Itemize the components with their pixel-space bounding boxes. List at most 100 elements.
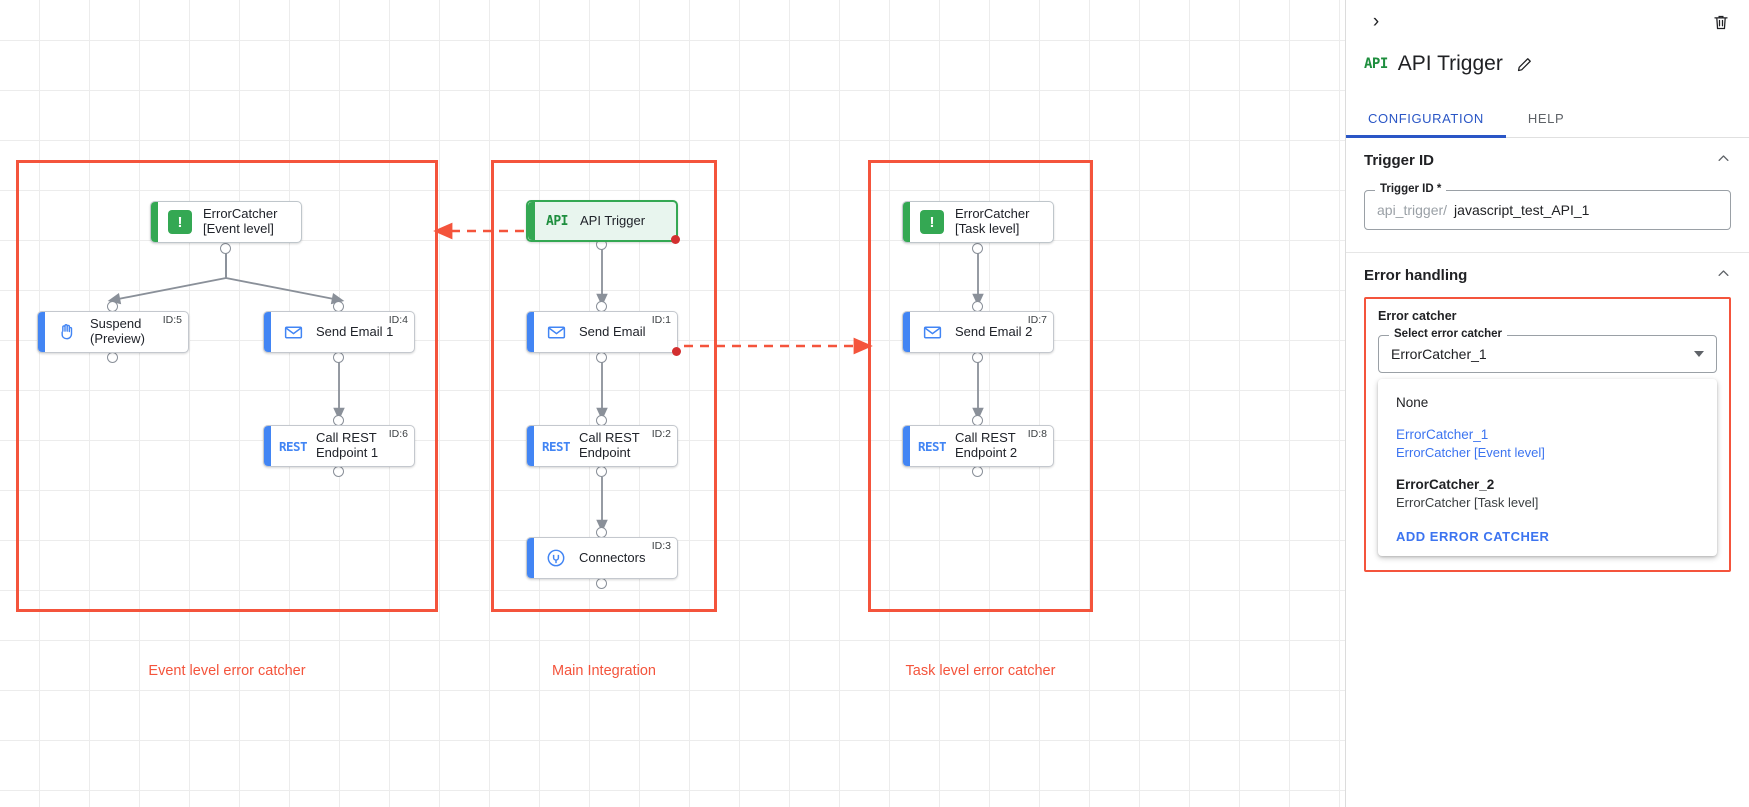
- node-port[interactable]: [596, 578, 607, 589]
- node-send-email-1[interactable]: Send Email 1 ID:4: [263, 311, 415, 353]
- tab-help[interactable]: HELP: [1527, 111, 1565, 126]
- collapse-panel-icon[interactable]: ›: [1372, 11, 1380, 32]
- panel-tabs: CONFIGURATION HELP: [1346, 99, 1749, 138]
- tab-configuration[interactable]: CONFIGURATION: [1346, 99, 1506, 138]
- page-title: API Trigger: [1397, 52, 1503, 75]
- add-error-catcher-button[interactable]: ADD ERROR CATCHER: [1396, 528, 1550, 544]
- node-id-badge: ID:2: [651, 428, 671, 440]
- workflow-canvas[interactable]: Event level error catcher Main Integrati…: [0, 0, 1345, 807]
- node-label: Connectors: [579, 549, 646, 565]
- node-port[interactable]: [596, 352, 607, 363]
- error-catcher-dropdown: None ErrorCatcher_1 ErrorCatcher [Event …: [1378, 379, 1717, 556]
- group-label-event-level: Event level error catcher: [148, 663, 306, 679]
- node-accent: [903, 202, 910, 242]
- api-icon: API: [1364, 56, 1388, 72]
- group-box-event-level[interactable]: [16, 160, 438, 612]
- node-label: Call REST Endpoint 2: [955, 430, 1018, 460]
- node-suspend[interactable]: Suspend (Preview) ID:5: [37, 311, 189, 353]
- node-id-badge: ID:5: [162, 314, 182, 326]
- section-trigger-id: Trigger ID Trigger ID * api_trigger/ jav…: [1346, 138, 1749, 253]
- section-error-handling: Error handling Error catcher Select erro…: [1346, 253, 1749, 572]
- rest-icon: REST: [917, 438, 947, 454]
- dropdown-option-errorcatcher-2[interactable]: ErrorCatcher_2 ErrorCatcher [Task level]: [1396, 476, 1539, 511]
- node-accent: [527, 426, 534, 466]
- config-side-panel: › API API Trigger CONFIGURATION HELP: [1345, 0, 1749, 807]
- hand-icon: [52, 317, 82, 347]
- node-label: Send Email 2: [955, 323, 1033, 339]
- group-label-main-integration: Main Integration: [552, 663, 656, 679]
- dropdown-option-errorcatcher-1[interactable]: ErrorCatcher_1 ErrorCatcher [Event level…: [1396, 427, 1545, 461]
- node-accent: [151, 202, 158, 242]
- node-port[interactable]: [107, 352, 118, 363]
- rest-icon: REST: [541, 438, 571, 454]
- node-port[interactable]: [220, 243, 231, 254]
- node-call-rest-endpoint[interactable]: REST Call REST Endpoint ID:2: [526, 425, 678, 467]
- node-port[interactable]: [333, 352, 344, 363]
- group-box-task-level[interactable]: [868, 160, 1093, 612]
- node-port[interactable]: [972, 466, 983, 477]
- trigger-id-value: javascript_test_API_1: [1454, 202, 1590, 218]
- node-accent: [903, 312, 910, 352]
- chevron-up-icon[interactable]: [1716, 266, 1731, 284]
- node-label: Call REST Endpoint: [579, 430, 640, 460]
- node-error-catcher-event-level[interactable]: ! ErrorCatcher [Event level]: [150, 201, 302, 243]
- node-accent: [527, 312, 534, 352]
- node-id-badge: ID:6: [388, 428, 408, 440]
- node-label: Send Email 1: [316, 323, 394, 339]
- node-id-badge: ID:8: [1027, 428, 1047, 440]
- select-error-catcher-value: ErrorCatcher_1: [1391, 346, 1487, 362]
- connector-plug-icon: [541, 543, 571, 573]
- trigger-id-prefix: api_trigger/: [1377, 202, 1448, 218]
- error-indicator-dot: [671, 235, 680, 244]
- node-call-rest-endpoint-2[interactable]: REST Call REST Endpoint 2 ID:8: [902, 425, 1054, 467]
- node-port[interactable]: [333, 466, 344, 477]
- node-call-rest-endpoint-1[interactable]: REST Call REST Endpoint 1 ID:6: [263, 425, 415, 467]
- node-id-badge: ID:4: [388, 314, 408, 326]
- envelope-icon: [917, 317, 947, 347]
- trigger-id-input[interactable]: Trigger ID * api_trigger/ javascript_tes…: [1364, 183, 1731, 230]
- node-send-email[interactable]: Send Email ID:1: [526, 311, 681, 356]
- node-api-trigger[interactable]: API API Trigger: [526, 200, 680, 244]
- node-connectors[interactable]: Connectors ID:3: [526, 537, 678, 579]
- error-catcher-icon: !: [165, 207, 195, 237]
- node-label: ErrorCatcher [Task level]: [955, 206, 1030, 236]
- chevron-up-icon[interactable]: [1716, 151, 1731, 169]
- delete-icon[interactable]: [1709, 10, 1733, 34]
- node-label: API Trigger: [580, 212, 646, 228]
- section-header-error-handling[interactable]: Error handling: [1364, 253, 1731, 297]
- edge-layer: [107, 222, 984, 533]
- select-error-catcher-legend: Select error catcher: [1389, 328, 1508, 340]
- dropdown-option-none[interactable]: None: [1396, 395, 1429, 410]
- chevron-down-icon[interactable]: [1694, 351, 1704, 357]
- node-port[interactable]: [596, 466, 607, 477]
- trigger-id-field-wrap: Trigger ID * api_trigger/ javascript_tes…: [1364, 182, 1731, 252]
- node-id-badge: ID:1: [651, 314, 671, 326]
- section-header-trigger-id[interactable]: Trigger ID: [1364, 138, 1731, 182]
- error-indicator-dot: [672, 347, 681, 356]
- section-title: Error handling: [1364, 266, 1468, 284]
- envelope-icon: [278, 317, 308, 347]
- api-icon: API: [546, 213, 568, 229]
- group-label-task-level: Task level error catcher: [905, 663, 1056, 679]
- node-port[interactable]: [972, 352, 983, 363]
- node-accent: [264, 426, 271, 466]
- node-id-badge: ID:7: [1027, 314, 1047, 326]
- edit-pencil-icon[interactable]: [1516, 56, 1533, 73]
- select-error-catcher[interactable]: Select error catcher ErrorCatcher_1: [1378, 328, 1717, 373]
- node-accent: [38, 312, 45, 352]
- group-box-main-integration[interactable]: [491, 160, 717, 612]
- section-title: Trigger ID: [1364, 151, 1435, 169]
- error-catcher-title: Error catcher: [1378, 309, 1457, 323]
- node-id-badge: ID:3: [651, 540, 671, 552]
- node-label: ErrorCatcher [Event level]: [203, 206, 278, 236]
- node-label: Suspend (Preview): [90, 316, 145, 346]
- node-port[interactable]: [972, 243, 983, 254]
- panel-toolbar: ›: [1346, 0, 1749, 46]
- panel-title-row: API API Trigger: [1346, 46, 1749, 82]
- node-error-catcher-task-level[interactable]: ! ErrorCatcher [Task level]: [902, 201, 1054, 243]
- node-send-email-2[interactable]: Send Email 2 ID:7: [902, 311, 1054, 353]
- rest-icon: REST: [278, 438, 308, 454]
- node-accent: [527, 538, 534, 578]
- trigger-id-legend: Trigger ID *: [1375, 183, 1447, 195]
- node-accent: [903, 426, 910, 466]
